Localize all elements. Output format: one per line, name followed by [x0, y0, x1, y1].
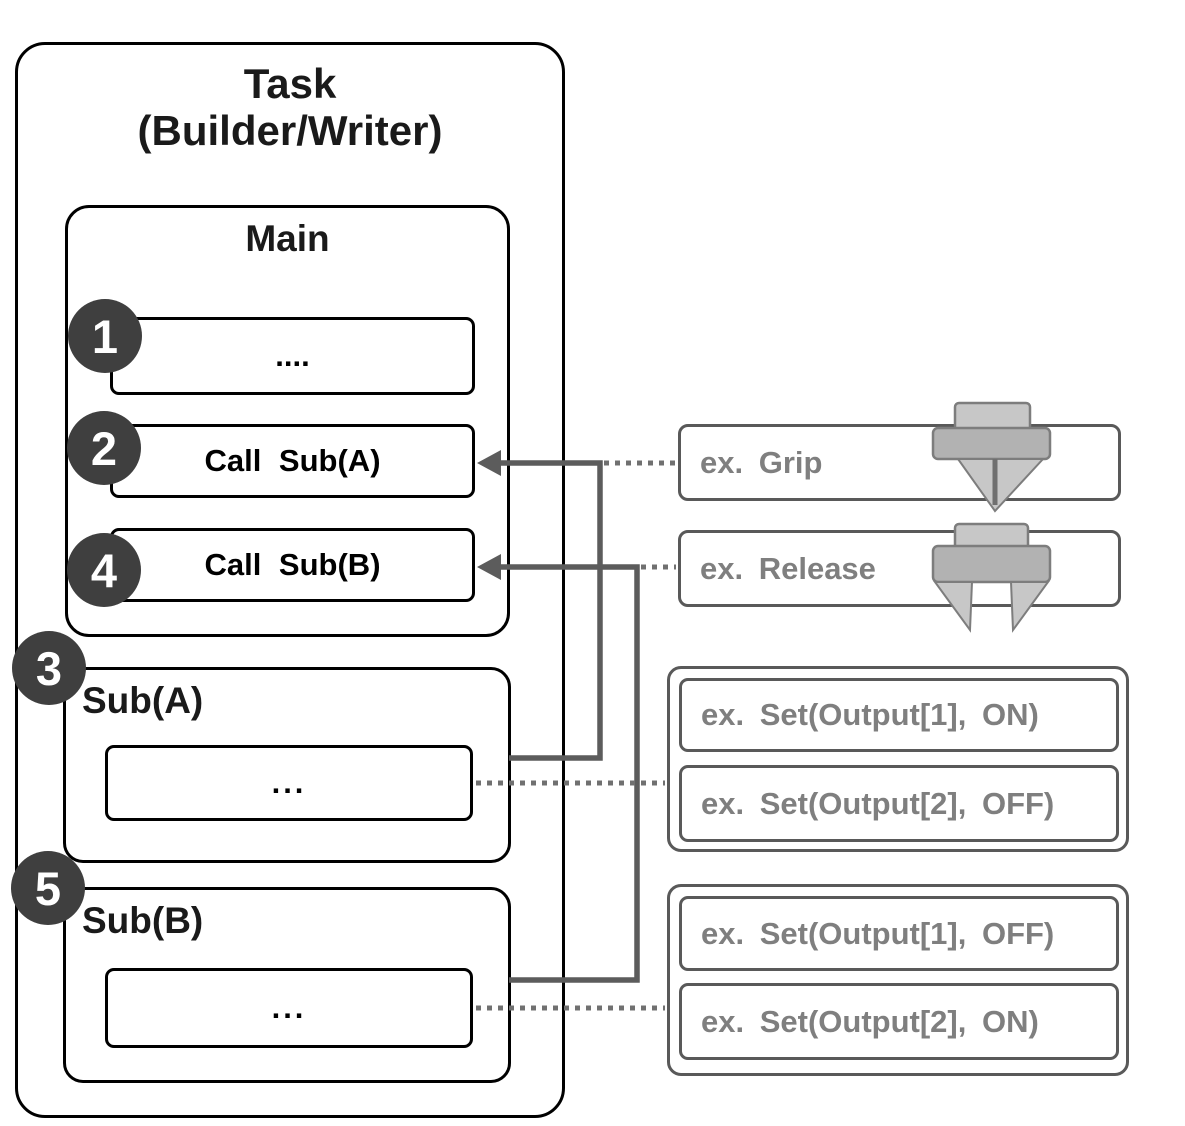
step-badge-2: 2 [67, 411, 141, 485]
step-badge-4: 4 [67, 533, 141, 607]
main-step-1-box: .... [110, 317, 475, 395]
step-badge-3: 3 [12, 631, 86, 705]
sub-b-example-1-label: ex. Set(Output[1], OFF) [701, 915, 1055, 951]
sub-b-example-2-box: ex. Set(Output[2], ON) [679, 983, 1119, 1060]
task-title-line2: (Builder/Writer) [137, 107, 443, 155]
main-step-call-sub-b-box: Call Sub(B) [110, 528, 475, 602]
sub-b-example-1-box: ex. Set(Output[1], OFF) [679, 896, 1119, 971]
step-badge-5: 5 [11, 851, 85, 925]
sub-a-example-2-box: ex. Set(Output[2], OFF) [679, 765, 1119, 842]
step-badge-1: 1 [68, 299, 142, 373]
release-annotation-box: ex. Release [678, 530, 1121, 607]
sub-a-example-1-label: ex. Set(Output[1], ON) [701, 697, 1039, 732]
sub-a-body-box: ... [105, 745, 473, 821]
sub-a-title: Sub(A) [82, 680, 204, 721]
sub-b-title: Sub(B) [82, 900, 204, 941]
sub-b-body-box: ... [105, 968, 473, 1048]
release-annotation-label: ex. Release [700, 550, 876, 586]
main-step-call-sub-a-box: Call Sub(A) [110, 424, 475, 498]
main-routine-title: Main [245, 218, 330, 259]
grip-annotation-label: ex. Grip [700, 444, 823, 480]
grip-annotation-box: ex. Grip [678, 424, 1121, 501]
task-title-line1: Task [243, 60, 337, 107]
task-title: Task (Builder/Writer) [15, 60, 565, 155]
sub-a-example-2-label: ex. Set(Output[2], OFF) [701, 785, 1055, 821]
sub-a-example-1-box: ex. Set(Output[1], ON) [679, 678, 1119, 752]
sub-b-example-2-label: ex. Set(Output[2], ON) [701, 1003, 1039, 1039]
